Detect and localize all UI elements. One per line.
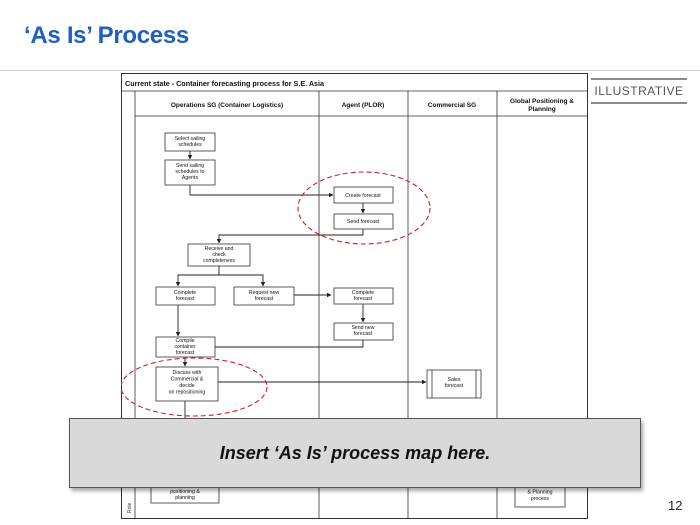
lane-header-agent: Agent (PLOR): [342, 102, 385, 109]
page-title: ‘As Is’ Process: [24, 22, 189, 49]
illustrative-badge: ILLUSTRATIVE: [591, 78, 687, 104]
diagram-title: Current state - Container forecasting pr…: [125, 79, 325, 88]
svg-text:Send forecast: Send forecast: [347, 219, 380, 225]
arrow-2-3: [189, 185, 334, 198]
lane-header-ops: Operations SG (Container Logistics): [171, 102, 283, 109]
header-divider: [0, 70, 700, 71]
insert-map-placeholder[interactable]: Insert ‘As Is’ process map here.: [69, 418, 641, 488]
role-side-label: Role: [127, 502, 133, 513]
svg-text:Create forecast: Create forecast: [345, 193, 381, 199]
process-box-send-forecast: Send forecast: [333, 213, 394, 230]
highlight-ellipse-agent: [297, 171, 431, 245]
lane-header-commercial: Commercial SG: [428, 102, 476, 109]
arrow-5-7: [219, 274, 266, 287]
insert-map-placeholder-text: Insert ‘As Is’ process map here.: [219, 443, 491, 463]
arrow-9-10: [184, 340, 364, 350]
process-box-create-forecast: Create forecast: [333, 186, 394, 204]
highlight-ellipse-discuss: [121, 357, 268, 417]
page-number: 12: [668, 498, 683, 513]
lane-header-gpp: Global Positioning &Planning: [510, 98, 574, 113]
arrow-5-6: [175, 266, 220, 287]
header-bar: ‘As Is’ Process: [0, 0, 700, 70]
arrow-4-5: [216, 229, 364, 244]
svg-text:positioning &planning: positioning &planning: [170, 489, 200, 501]
